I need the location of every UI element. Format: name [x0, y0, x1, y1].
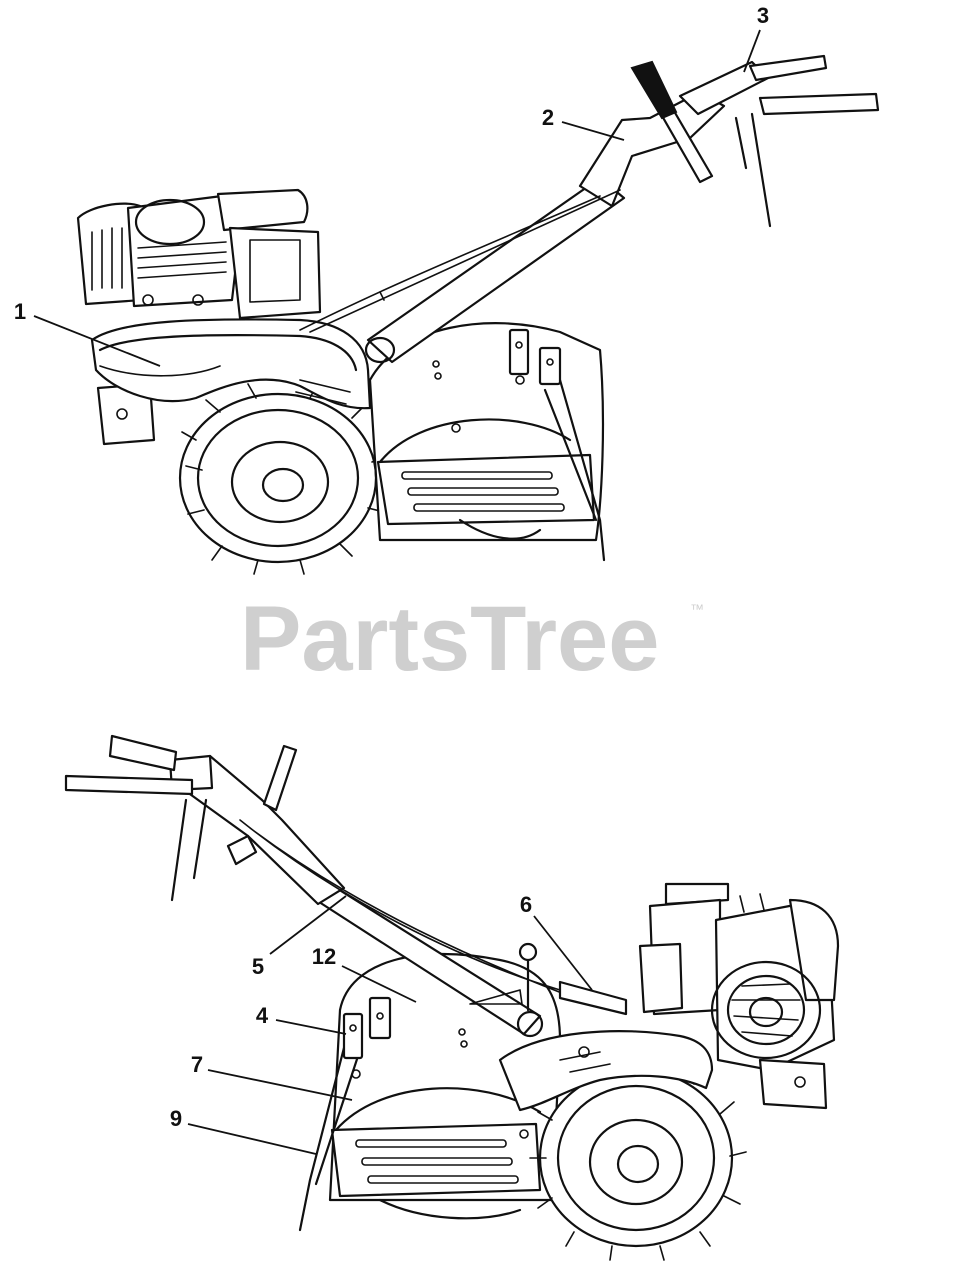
leader-7: [207, 1069, 353, 1101]
top-fender: [90, 318, 372, 410]
watermark-text: PartsTree: [240, 588, 659, 690]
bottom-engine: [638, 882, 840, 1110]
bottom-handlebar: [64, 734, 628, 1038]
callout-2: 2: [542, 105, 554, 130]
top-depth-bracket: [508, 328, 562, 386]
leader-9: [187, 1123, 317, 1155]
leader-1: [33, 315, 161, 367]
top-handlebar: [299, 54, 880, 364]
callout-9: 9: [170, 1106, 182, 1131]
tiller-view-top: [76, 54, 880, 575]
callout-labels: 1 2 3 4 5 6 7 9 12: [14, 3, 769, 1131]
callout-12: 12: [312, 944, 336, 969]
watermark: PartsTree ™: [240, 588, 704, 690]
leader-3: [743, 29, 761, 73]
callout-6: 6: [520, 892, 532, 917]
callout-1: 1: [14, 299, 26, 324]
watermark-trademark: ™: [690, 601, 704, 617]
bottom-depth-bracket: [342, 996, 392, 1079]
bottom-fender: [498, 1030, 714, 1112]
top-tine-hood: [368, 322, 606, 562]
top-engine: [76, 188, 322, 446]
leader-6: [533, 915, 593, 991]
tiller-view-bottom: [64, 734, 840, 1261]
callout-4: 4: [256, 1003, 269, 1028]
leader-lines: [33, 29, 761, 1155]
callout-3: 3: [757, 3, 769, 28]
callout-5: 5: [252, 954, 264, 979]
top-wheel: [178, 381, 389, 575]
leader-4: [275, 1019, 347, 1035]
leader-5: [269, 895, 347, 955]
callout-7: 7: [191, 1052, 203, 1077]
leader-2: [561, 121, 625, 141]
leader-12: [341, 965, 417, 1003]
